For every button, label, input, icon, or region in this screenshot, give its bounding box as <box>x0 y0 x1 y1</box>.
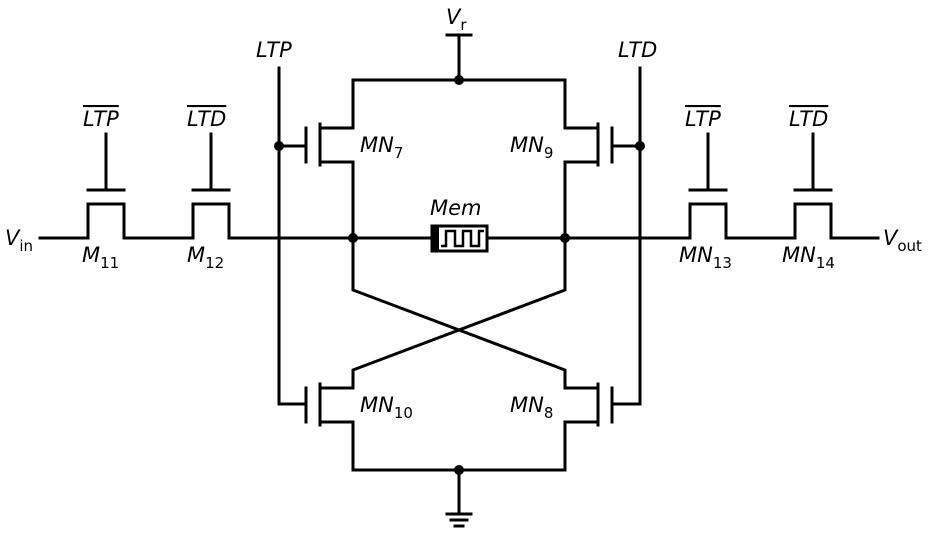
pass-gate-mn14: LTD MN14 <box>782 107 835 272</box>
transistor-mn8: MN8 <box>510 382 614 472</box>
mn7-label: MN7 <box>360 133 403 162</box>
input-label: Vin <box>5 226 33 255</box>
pass-gate-mn13: LTP MN13 <box>679 107 732 272</box>
supply-vr: Vr <box>445 5 473 82</box>
m12-label: M12 <box>187 243 224 272</box>
transistor-mn7: MN7 <box>277 118 403 240</box>
output-label: Vout <box>883 226 922 255</box>
top-rail-junction <box>454 75 464 85</box>
mn14-label: MN14 <box>782 243 835 272</box>
cross-coupling <box>351 236 567 388</box>
ltd-junction <box>635 141 645 151</box>
ltd-label: LTD <box>618 38 657 62</box>
memristor-label: Mem <box>430 196 482 220</box>
mn9-label: MN9 <box>510 133 553 162</box>
ltp-label: LTP <box>256 38 292 62</box>
transistor-mn10: MN10 <box>304 382 413 472</box>
mn13-gate-label: LTP <box>685 107 721 131</box>
m11-label: M11 <box>82 243 119 272</box>
pass-gate-m12: LTD M12 <box>187 107 231 272</box>
top-rail <box>351 75 567 122</box>
bottom-rail <box>351 465 567 516</box>
transistor-mn9: MN9 <box>510 118 642 240</box>
mn8-label: MN8 <box>510 393 553 422</box>
mn14-gate-label: LTD <box>789 107 828 131</box>
ground-icon <box>445 512 473 528</box>
supply-label: Vr <box>446 5 467 34</box>
signal-line <box>38 233 880 243</box>
mn13-label: MN13 <box>679 243 732 272</box>
mn10-label: MN10 <box>360 393 413 422</box>
m11-gate-label: LTP <box>83 107 119 131</box>
memristor: Mem <box>430 196 489 253</box>
pass-gate-m11: LTP M11 <box>82 107 126 272</box>
m12-gate-label: LTD <box>187 107 226 131</box>
ltp-junction <box>274 141 284 151</box>
ltd-control-line: LTD <box>610 38 657 406</box>
ltp-control-line: LTP <box>256 38 308 406</box>
